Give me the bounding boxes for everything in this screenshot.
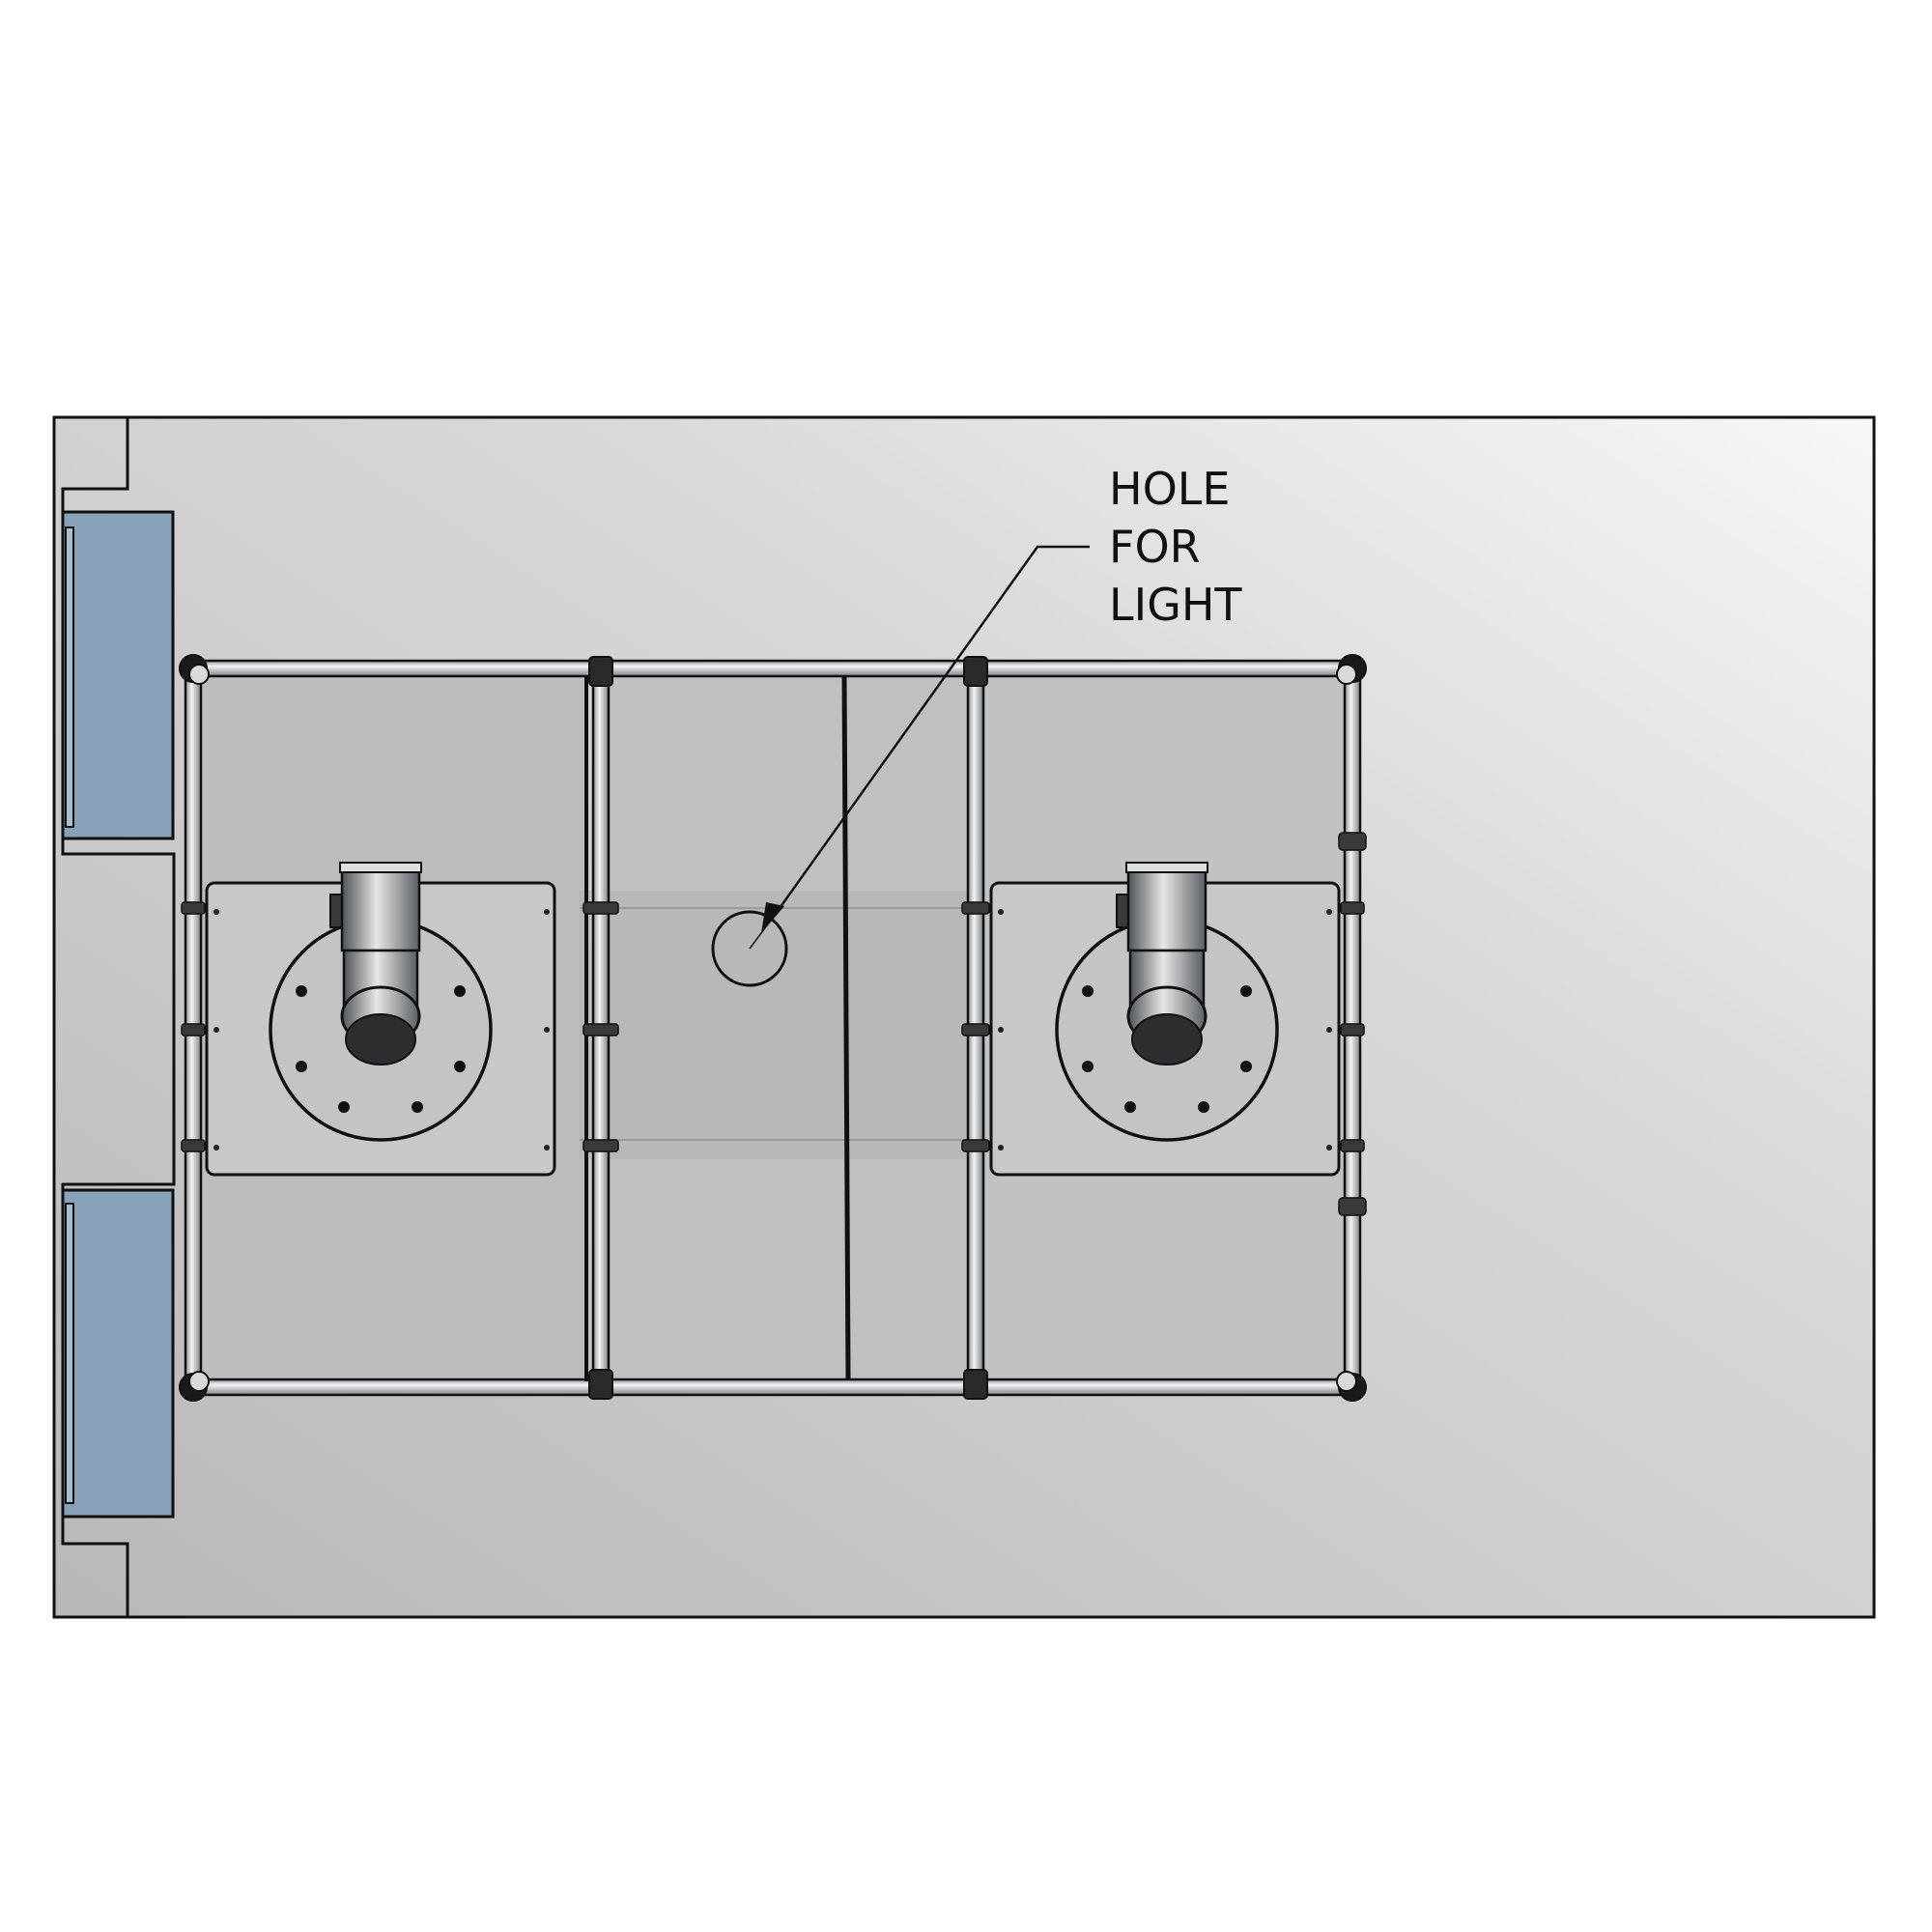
side-window-top [61, 510, 175, 840]
callout-leader [749, 545, 1090, 950]
callout-line-1: HOLE [1109, 463, 1231, 515]
pipe-top [191, 659, 1350, 678]
left-wall-outline [54, 415, 176, 1617]
callout-label: HOLE FOR LIGHT [1109, 463, 1244, 631]
callout-line-3: LIGHT [1109, 579, 1242, 631]
fan-unit-left [205, 862, 556, 1177]
side-window-bottom [61, 1188, 175, 1519]
circle-hole-icon [711, 910, 788, 987]
pipe-bottom [191, 1378, 1350, 1397]
center-divider [841, 675, 851, 1380]
duct-fan-icon [329, 862, 422, 1065]
enclosure-center-bay [604, 675, 977, 1390]
fan-unit-right [989, 862, 1341, 1177]
duct-fan-icon [1116, 862, 1208, 1065]
pipe-frame [179, 654, 1367, 1402]
callout-line-2: FOR [1109, 521, 1201, 573]
